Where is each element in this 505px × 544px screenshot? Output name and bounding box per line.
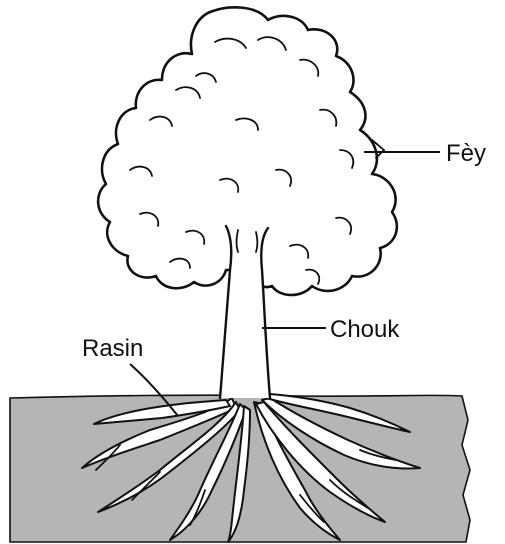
label-trunk: Chouk: [330, 316, 400, 343]
label-leaves: Fèy: [446, 140, 486, 167]
label-roots: Rasin: [82, 335, 143, 362]
